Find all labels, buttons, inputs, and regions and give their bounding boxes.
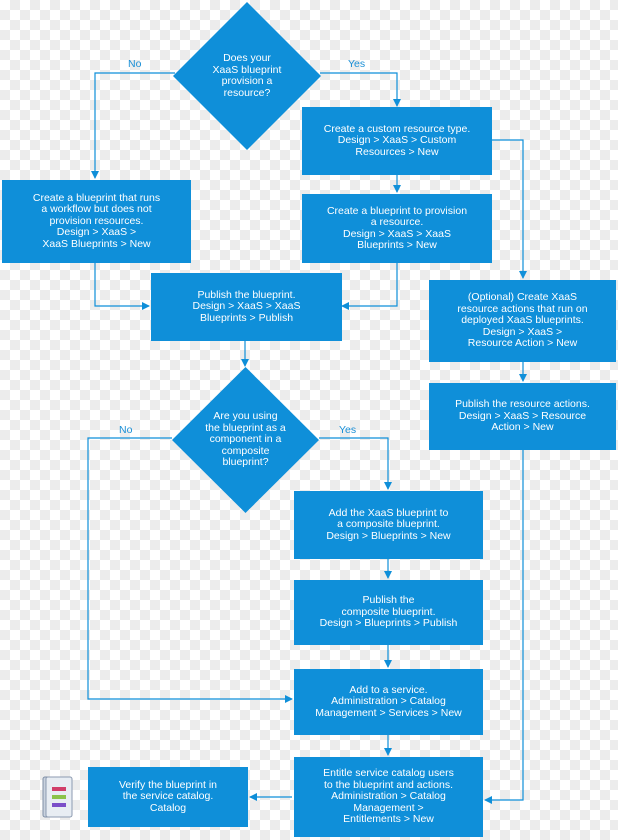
box-create-workflow-blueprint: Create a blueprint that runs a workflow … xyxy=(2,180,191,263)
connector-workflow-publish xyxy=(94,263,150,310)
decision-composite-component-text: Are you using the blueprint as a compone… xyxy=(205,410,286,469)
box-publish-blueprint: Publish the blueprint. Design > XaaS > X… xyxy=(151,273,342,341)
connector-yes-composite xyxy=(319,437,392,490)
box-entitle-users: Entitle service catalog users to the blu… xyxy=(294,757,483,837)
catalog-book-icon xyxy=(42,776,73,818)
box-verify-blueprint: Verify the blueprint in the service cata… xyxy=(88,767,248,827)
box-create-custom-resource: Create a custom resource type. Design > … xyxy=(302,107,492,175)
box-create-resource-actions: (Optional) Create XaaS resource actions … xyxy=(429,280,616,362)
decision1-no-label: No xyxy=(128,58,142,70)
decision2-no-label: No xyxy=(119,424,133,436)
connector-custom-actions xyxy=(492,139,527,279)
connector-no-workflow xyxy=(91,72,175,179)
box-publish-composite: Publish the composite blueprint. Design … xyxy=(294,580,483,645)
decision1-yes-label: Yes xyxy=(348,58,366,70)
decision-provision-resource: Does your XaaS blueprint provision a res… xyxy=(173,2,321,150)
decision-provision-resource-text: Does your XaaS blueprint provision a res… xyxy=(212,52,282,99)
connector-no-addservice xyxy=(87,437,293,703)
decision2-yes-label: Yes xyxy=(339,424,357,436)
box-publish-resource-actions: Publish the resource actions. Design > X… xyxy=(429,383,616,450)
connector-provision-publish xyxy=(341,263,398,310)
box-add-to-composite: Add the XaaS blueprint to a composite bl… xyxy=(294,491,483,559)
box-create-provision-blueprint: Create a blueprint to provision a resour… xyxy=(302,194,492,263)
connector-yes-custom xyxy=(320,72,401,107)
connector-publishactions-entitle xyxy=(484,450,524,804)
box-add-to-service: Add to a service. Administration > Catal… xyxy=(294,669,483,735)
decision-composite-component: Are you using the blueprint as a compone… xyxy=(172,367,319,513)
